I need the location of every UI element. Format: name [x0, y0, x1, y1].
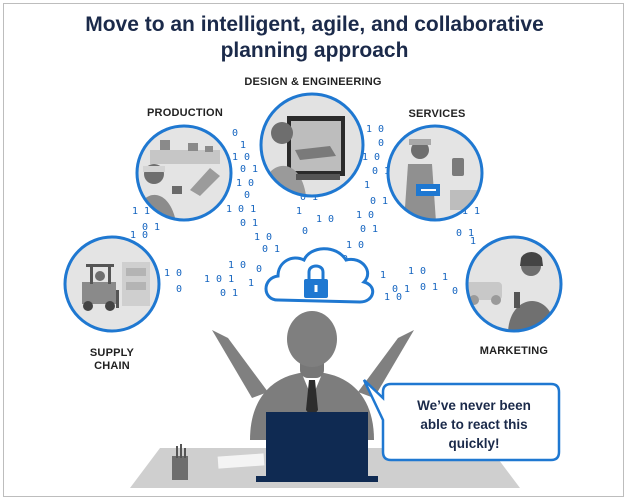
svg-text:0 1: 0 1 [456, 228, 474, 239]
svg-text:1: 1 [364, 180, 370, 191]
svg-text:0: 0 [232, 128, 238, 139]
cloud-lock-icon [264, 247, 375, 304]
svg-text:0 1: 0 1 [370, 196, 388, 207]
svg-text:1 0: 1 0 [254, 232, 272, 243]
svg-text:0 1: 0 1 [360, 224, 378, 235]
binary-streams: 01 1 00 1 1 00 1 0 10 1 1 00 1 1 00 1 00… [130, 124, 480, 303]
svg-text:1 0: 1 0 [232, 152, 250, 163]
title-line-1: Move to an intelligent, agile, and colla… [85, 13, 544, 36]
svg-text:0: 0 [452, 286, 458, 297]
marketing-scene [467, 237, 561, 331]
speech-bubble [362, 379, 561, 462]
supply-chain-scene [65, 237, 159, 331]
svg-text:1 0: 1 0 [384, 292, 402, 303]
svg-text:0 1: 0 1 [392, 284, 410, 295]
label-design-engineering: DESIGN & ENGINEERING [244, 76, 382, 88]
svg-text:1: 1 [380, 270, 386, 281]
svg-text:0 1: 0 1 [300, 192, 318, 203]
svg-text:0: 0 [256, 264, 262, 275]
pen-cup [172, 444, 188, 480]
label-supply-line-1: SUPPLY [89, 347, 135, 359]
svg-text:1 0: 1 0 [164, 268, 182, 279]
bubble-line-2: able to react this [420, 417, 528, 432]
design-scene [261, 95, 363, 196]
svg-text:1 0 1: 1 0 1 [226, 204, 256, 215]
label-services: SERVICES [408, 108, 466, 120]
svg-text:0 1: 0 1 [372, 166, 390, 177]
svg-text:1 0: 1 0 [366, 124, 384, 135]
scene-rings [63, 92, 563, 333]
paper [217, 453, 265, 469]
svg-text:0 1: 0 1 [220, 288, 238, 299]
svg-text:0: 0 [176, 284, 182, 295]
svg-text:0 1: 0 1 [262, 244, 280, 255]
svg-text:0 1: 0 1 [420, 282, 438, 293]
bubble-line-1: We’ve never been [417, 398, 531, 413]
svg-text:1 0: 1 0 [362, 152, 380, 163]
svg-text:1 0: 1 0 [236, 178, 254, 189]
svg-text:1 0: 1 0 [356, 210, 374, 221]
label-marketing: MARKETING [479, 345, 549, 357]
svg-text:1 1: 1 1 [462, 206, 480, 217]
svg-text:1 0: 1 0 [316, 214, 334, 225]
label-production: PRODUCTION [147, 107, 223, 119]
svg-text:0 1: 0 1 [240, 164, 258, 175]
svg-text:1 0: 1 0 [228, 260, 246, 271]
svg-text:1 0 1: 1 0 1 [204, 274, 234, 285]
svg-text:1: 1 [248, 278, 254, 289]
svg-text:1 0: 1 0 [130, 230, 148, 241]
svg-text:0: 0 [302, 226, 308, 237]
svg-text:1: 1 [470, 236, 476, 247]
svg-text:0 1: 0 1 [142, 222, 160, 233]
svg-text:1: 1 [240, 140, 246, 151]
svg-text:1 0: 1 0 [346, 240, 364, 251]
padlock-icon [304, 264, 328, 298]
svg-text:0 1: 0 1 [240, 218, 258, 229]
laptop [256, 412, 378, 482]
svg-text:0: 0 [244, 190, 250, 201]
svg-text:0: 0 [378, 138, 384, 149]
speech-bubble-text: We’ve never been able to react this quic… [393, 396, 555, 453]
svg-text:1 0: 1 0 [408, 266, 426, 277]
svg-text:1: 1 [296, 206, 302, 217]
svg-text:1 1: 1 1 [132, 206, 150, 217]
svg-text:1: 1 [442, 272, 448, 283]
label-supply-chain: SUPPLY CHAIN [72, 347, 152, 373]
label-supply-line-2: CHAIN [94, 360, 130, 372]
title-line-2: planning approach [220, 39, 409, 62]
diagram-title: Move to an intelligent, agile, and colla… [0, 12, 629, 64]
bubble-line-3: quickly! [448, 436, 500, 451]
production-scene [137, 126, 231, 220]
